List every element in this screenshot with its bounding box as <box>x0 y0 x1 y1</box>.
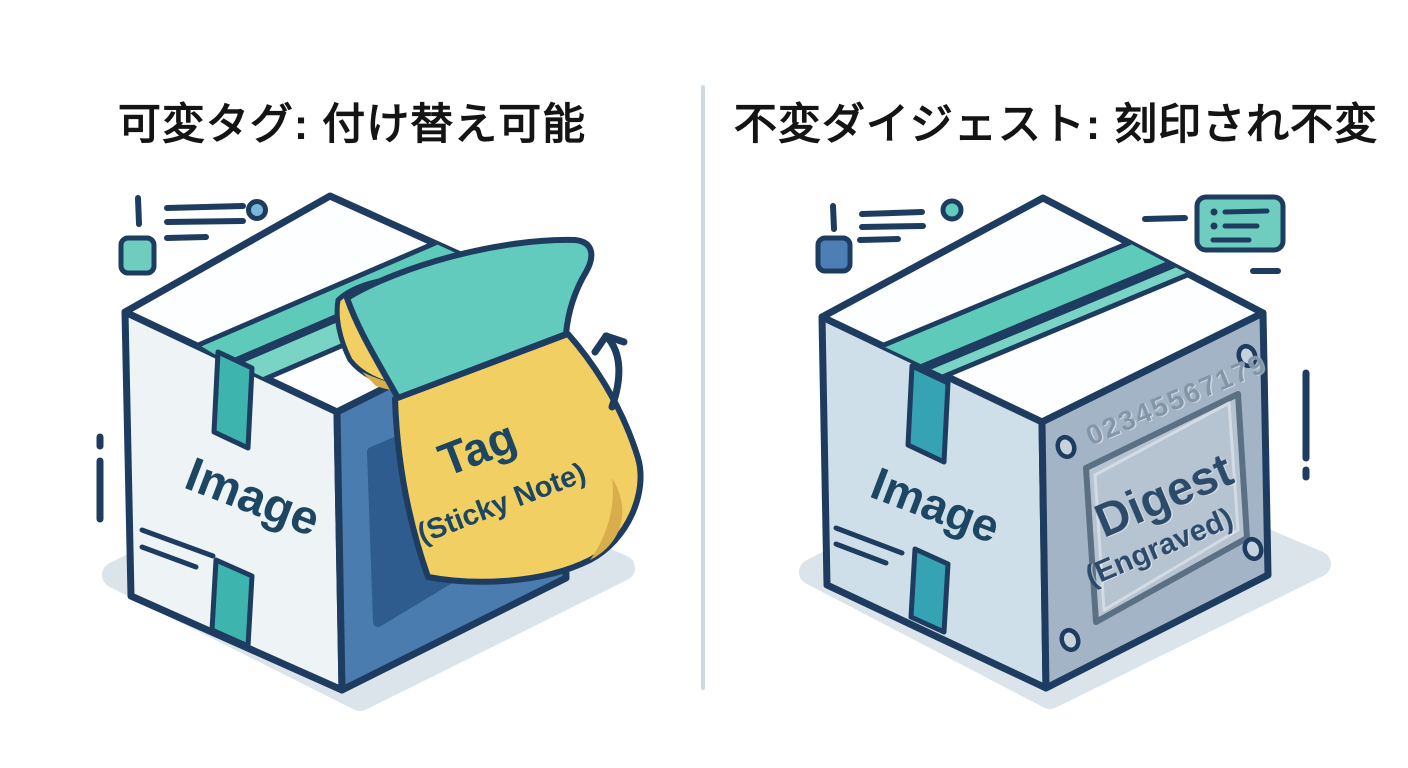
left-panel-title: 可変タグ: 付け替え可能 <box>117 101 587 149</box>
list-card-icon <box>1194 194 1286 253</box>
right-sparkle-decorations <box>830 203 926 243</box>
digest-plate-bevel <box>1093 401 1240 612</box>
left-tape-tab-bottom <box>209 557 255 649</box>
note-back-flap <box>344 236 595 401</box>
right-address-lines <box>833 525 905 566</box>
rivet-icon <box>1055 434 1077 460</box>
tick-icon <box>830 203 837 232</box>
right-panel-title: 不変ダイジェスト: 刻印され不変 <box>733 101 1379 149</box>
left-tape-tab-top <box>211 349 255 451</box>
tick-icon <box>135 195 142 227</box>
panel-divider <box>701 85 705 690</box>
dash-icon <box>1142 215 1188 222</box>
right-tape-tab-top <box>905 363 951 465</box>
left-sparkle-decorations <box>135 195 246 241</box>
rivet-icon <box>1059 627 1081 653</box>
speed-lines-icon <box>164 234 209 241</box>
speed-lines-icon <box>859 223 926 230</box>
speed-lines-icon <box>859 209 925 217</box>
rivet-icon <box>1236 343 1258 369</box>
curved-arrow-icon <box>591 332 628 411</box>
rivets <box>1055 343 1264 653</box>
sticky-note <box>392 331 644 585</box>
teal-square-icon <box>118 235 157 276</box>
speed-lines-icon <box>857 236 901 243</box>
rivet-icon <box>1242 536 1264 562</box>
blue-square-icon <box>815 235 853 274</box>
speed-lines-icon <box>164 203 246 211</box>
teal-dot-icon <box>940 198 964 222</box>
right-tape-tab-bottom <box>908 546 951 635</box>
left-address-lines <box>139 527 216 570</box>
digest-plate <box>1083 391 1250 625</box>
speed-lines-icon <box>164 218 246 225</box>
right-illustration: Image 02345567179 Digest (Engraved) <box>799 194 1331 709</box>
left-illustration: Image Tag (Sticky Note) <box>96 192 644 711</box>
sticky-note-curl-shade <box>590 478 623 560</box>
blue-dot-icon <box>246 199 268 221</box>
